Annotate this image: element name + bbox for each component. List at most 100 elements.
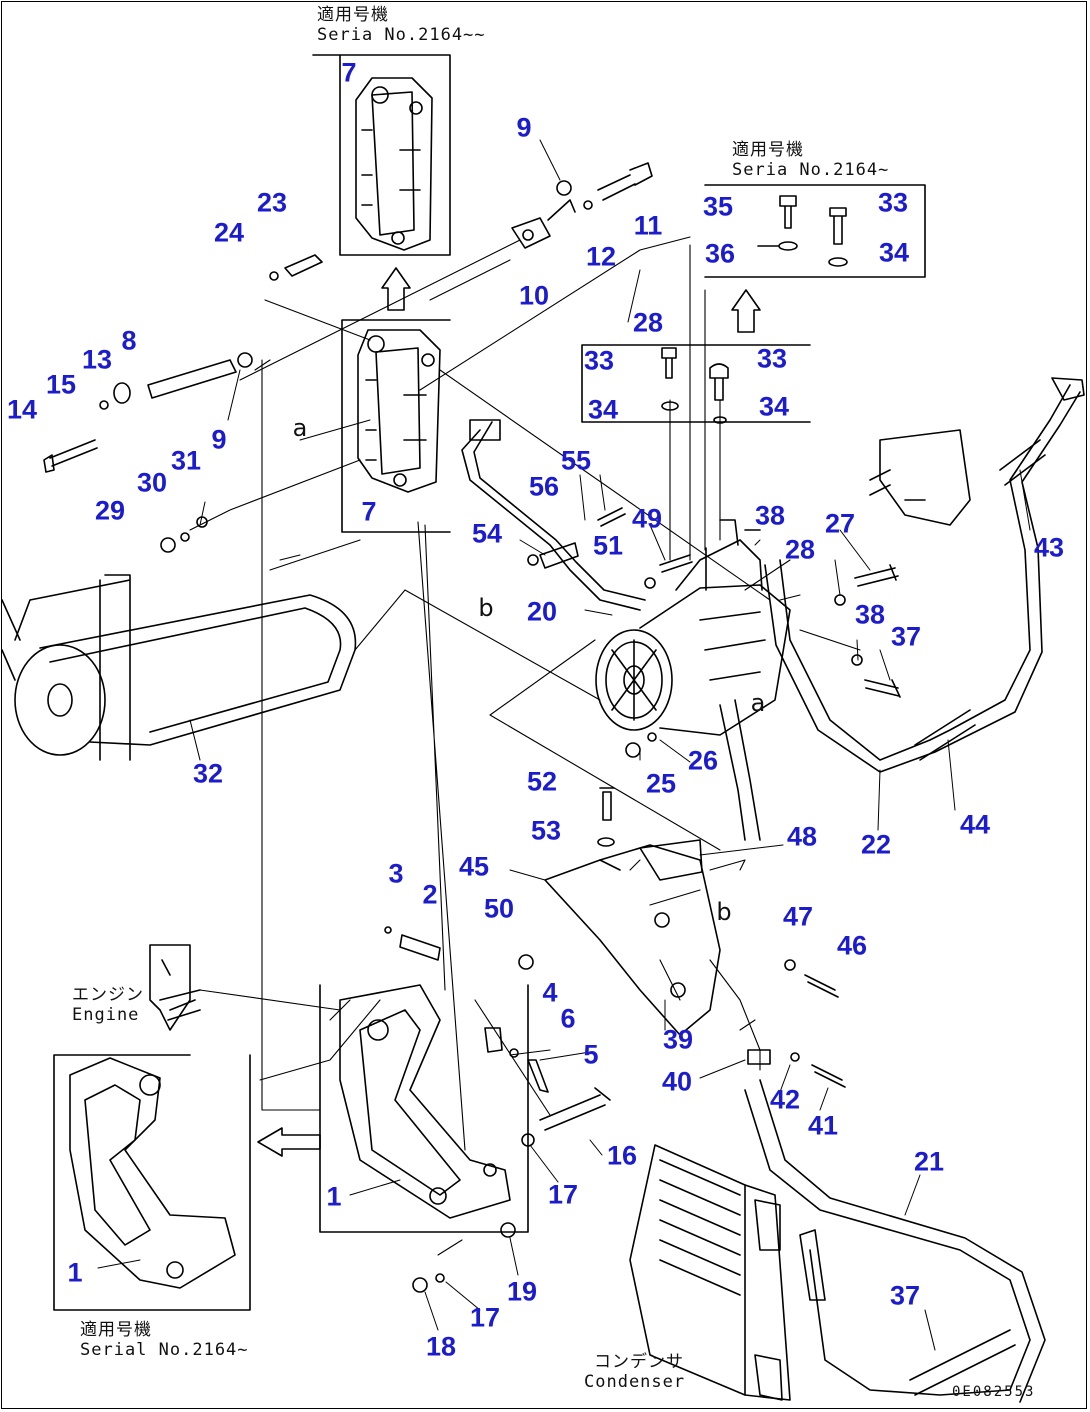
callout-label: 46 xyxy=(836,930,868,961)
callout-label: 24 xyxy=(213,217,245,248)
callout-label: 22 xyxy=(860,829,892,860)
leader-lines xyxy=(189,236,861,1256)
callout-label: 50 xyxy=(483,893,515,924)
note-bottom-serial-ja: 適用号機 xyxy=(80,1320,152,1340)
note-engine-en: Engine xyxy=(72,1005,140,1026)
inset-left-bracket xyxy=(53,944,251,1311)
inset-top-bracket xyxy=(312,54,451,256)
callout-label: 5 xyxy=(583,1039,599,1070)
compressor xyxy=(595,519,791,736)
callout-label: 55 xyxy=(560,445,592,476)
hoses xyxy=(461,377,1085,1403)
callout-label: 38 xyxy=(854,599,886,630)
callout-label: 17 xyxy=(547,1179,579,1210)
callout-label: 34 xyxy=(587,394,619,425)
callout-leaders xyxy=(97,139,1031,1351)
callout-label: 9 xyxy=(516,112,532,143)
callout-label: 37 xyxy=(889,1280,921,1311)
callout-label: 52 xyxy=(526,766,558,797)
callout-label: 36 xyxy=(704,238,736,269)
callout-label: 9 xyxy=(211,424,227,455)
callout-label: 12 xyxy=(585,241,617,272)
callout-label: 44 xyxy=(959,809,991,840)
inset-middle-bolts xyxy=(581,344,811,424)
callout-label: 26 xyxy=(687,745,719,776)
note-right-serial-ja: 適用号機 xyxy=(732,140,804,160)
note-right-serial: 適用号機 Seria No.2164~ xyxy=(732,140,889,181)
view-mark-b-upper: b xyxy=(478,594,494,622)
callout-label: 2 xyxy=(422,879,438,910)
callout-label: 18 xyxy=(425,1331,457,1362)
hardware xyxy=(43,162,971,1293)
callout-label: 48 xyxy=(786,821,818,852)
note-condenser-ja: コンデンサ xyxy=(594,1352,684,1372)
callout-label: 51 xyxy=(592,530,624,561)
view-mark-a-upper: a xyxy=(292,414,308,442)
callout-label: 40 xyxy=(661,1066,693,1097)
callout-label: 33 xyxy=(877,187,909,218)
compressor-bracket xyxy=(544,839,721,1036)
callout-label: 6 xyxy=(560,1003,576,1034)
callout-label: 25 xyxy=(645,768,677,799)
callout-label: 34 xyxy=(878,237,910,268)
callout-label: 41 xyxy=(807,1110,839,1141)
callout-label: 28 xyxy=(784,534,816,565)
note-right-serial-no: Seria No.2164~ xyxy=(732,160,890,181)
callout-label: 38 xyxy=(754,500,786,531)
callout-label: 56 xyxy=(528,471,560,502)
callout-label: 34 xyxy=(758,391,790,422)
callout-label: 43 xyxy=(1033,532,1065,563)
callout-label: 28 xyxy=(632,307,664,338)
note-top-serial-ja: 適用号機 xyxy=(317,5,389,25)
note-condenser-en: Condenser xyxy=(584,1372,686,1393)
note-engine-ja: エンジン xyxy=(72,985,144,1005)
callout-label: 20 xyxy=(526,596,558,627)
inset-main-bracket-upper xyxy=(341,319,451,533)
note-top-serial-no: Seria No.2164~~ xyxy=(317,25,486,46)
inset-right-bolts xyxy=(704,184,926,278)
callout-label: 13 xyxy=(81,344,113,375)
callout-label: 23 xyxy=(256,187,288,218)
callout-label: 1 xyxy=(67,1257,83,1288)
note-condenser: コンデンサ Condenser xyxy=(584,1352,685,1393)
callout-label: 4 xyxy=(542,977,558,1008)
callout-label: 16 xyxy=(606,1140,638,1171)
note-top-serial: 適用号機 Seria No.2164~~ xyxy=(317,5,486,46)
callout-label: 21 xyxy=(913,1146,945,1177)
drawing-code: 0E082553 xyxy=(952,1384,1036,1400)
callout-label: 49 xyxy=(631,503,663,534)
condenser-unit xyxy=(629,1144,791,1401)
callout-label: 7 xyxy=(341,57,357,88)
view-mark-a-lower: a xyxy=(750,689,766,717)
callout-label: 1 xyxy=(326,1181,342,1212)
inset-bottom-bracket xyxy=(319,984,529,1233)
callout-label: 31 xyxy=(170,445,202,476)
callout-label: 14 xyxy=(6,394,38,425)
callout-label: 27 xyxy=(824,508,856,539)
note-bottom-serial: 適用号機 Serial No.2164~ xyxy=(80,1320,249,1361)
callout-label: 47 xyxy=(782,901,814,932)
callout-label: 42 xyxy=(769,1084,801,1115)
direction-arrows xyxy=(257,267,761,1157)
callout-label: 53 xyxy=(530,815,562,846)
callout-label: 3 xyxy=(388,858,404,889)
callout-label: 35 xyxy=(702,191,734,222)
callout-label: 37 xyxy=(890,621,922,652)
note-engine: エンジン Engine xyxy=(72,985,144,1026)
callout-label: 54 xyxy=(471,518,503,549)
callout-label: 8 xyxy=(121,325,137,356)
engine-pulley-belt xyxy=(1,574,357,761)
callout-label: 10 xyxy=(518,280,550,311)
callout-label: 39 xyxy=(662,1024,694,1055)
callout-label: 11 xyxy=(633,210,663,241)
callout-label: 45 xyxy=(458,851,490,882)
view-mark-b-lower: b xyxy=(716,898,732,926)
callout-label: 17 xyxy=(469,1302,501,1333)
callout-label: 7 xyxy=(361,496,377,527)
callout-label: 30 xyxy=(136,467,168,498)
callout-label: 32 xyxy=(192,758,224,789)
callout-label: 15 xyxy=(45,369,77,400)
callout-label: 29 xyxy=(94,495,126,526)
callout-label: 19 xyxy=(506,1276,538,1307)
